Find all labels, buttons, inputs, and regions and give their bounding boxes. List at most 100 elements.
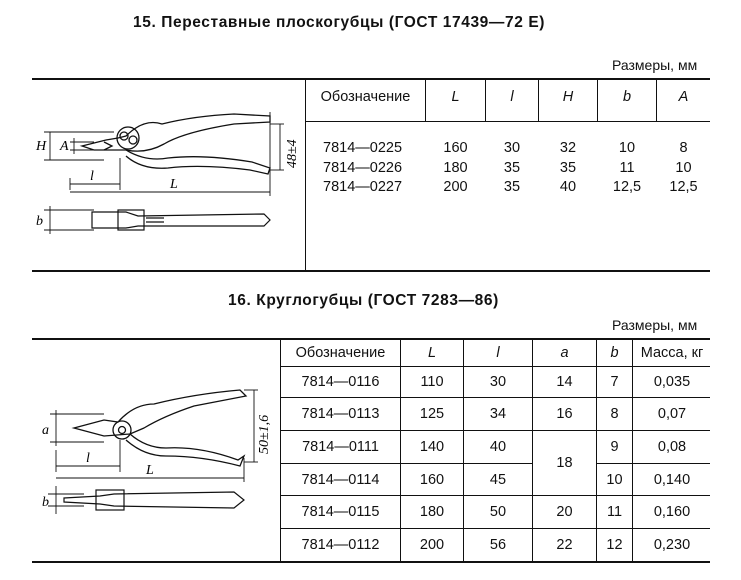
table2-cell-designation: 7814—0114 xyxy=(301,472,380,488)
table2-row-rule xyxy=(596,463,710,464)
table2-units: Размеры, мм xyxy=(612,317,698,333)
table2-cell-a: 16 xyxy=(556,406,573,422)
table2-col-divider xyxy=(400,340,401,561)
table1-col-divider xyxy=(538,80,539,121)
table1-units: Размеры, мм xyxy=(612,57,698,73)
table1-cell-b: 11 xyxy=(619,160,635,176)
table1-cell-L: 160 xyxy=(443,140,468,156)
table2-cell-L: 200 xyxy=(419,537,445,553)
table1-col-divider xyxy=(305,80,306,270)
table1-cell-H: 35 xyxy=(559,160,577,176)
table1-header-l: l xyxy=(510,89,514,105)
table2-col-divider xyxy=(463,340,464,561)
table2-header-rule xyxy=(280,366,710,367)
table2-col-divider xyxy=(280,340,281,561)
table2-cell-designation: 7814—0113 xyxy=(301,406,380,422)
table2-col-divider xyxy=(632,340,633,561)
table2-cell-l: 45 xyxy=(489,472,507,488)
table1-cell-b: 12,5 xyxy=(612,179,642,195)
table2-cell-l: 56 xyxy=(489,537,507,553)
dim-label-a: a xyxy=(42,423,49,438)
table1-cell-designation: 7814—0225 xyxy=(323,140,403,156)
table2-header-designation: Обозначение xyxy=(295,345,386,361)
dim-label-l: l xyxy=(86,451,90,466)
table2-row-rule xyxy=(280,463,532,464)
table1-header-A: A xyxy=(678,89,689,105)
table2-cell-L: 110 xyxy=(420,374,444,390)
table2-cell-designation: 7814—0112 xyxy=(301,537,380,553)
table2-row-rule xyxy=(280,430,710,431)
table2-cell-b: 10 xyxy=(606,472,623,488)
table1-top-rule xyxy=(32,78,710,80)
table1-header-L: L xyxy=(451,89,460,105)
table2-cell-l: 40 xyxy=(489,439,507,455)
table1-cell-L: 180 xyxy=(443,160,468,176)
slip-joint-pliers-drawing: H A l L 48±4 b xyxy=(35,112,300,234)
table1-cell-A: 8 xyxy=(679,140,688,156)
table2-row-rule xyxy=(280,495,710,496)
table1-cell-designation: 7814—0227 xyxy=(323,179,403,195)
table2-top-rule xyxy=(32,338,710,340)
table1-header-rule xyxy=(305,121,710,122)
dim-label-b: b xyxy=(42,495,49,510)
dim-label-A: A xyxy=(59,139,69,154)
table2-cell-mass: 0,140 xyxy=(653,472,691,488)
table1-cell-l: 30 xyxy=(503,140,521,156)
table2-cell-mass: 0,07 xyxy=(657,406,687,422)
table1-cell-A: 10 xyxy=(675,160,692,176)
dim-label-48: 48±4 xyxy=(285,139,300,168)
table2-cell-designation: 7814—0111 xyxy=(302,439,379,455)
table1-cell-designation: 7814—0226 xyxy=(323,160,403,176)
table1-title: 15. Переставные плоскогубцы (ГОСТ 17439—… xyxy=(133,14,546,31)
table2-cell-l: 50 xyxy=(489,504,507,520)
table2-cell-b: 11 xyxy=(606,504,623,520)
table2-cell-a-merged: 18 xyxy=(556,455,573,471)
table2-cell-mass: 0,230 xyxy=(653,537,691,553)
table2-cell-mass: 0,08 xyxy=(657,439,687,455)
table2-row-rule xyxy=(280,397,710,398)
table1-col-divider xyxy=(425,80,426,121)
table2-cell-L: 125 xyxy=(419,406,445,422)
table1-cell-l: 35 xyxy=(503,160,521,176)
table1-cell-H: 32 xyxy=(559,140,577,156)
table1-col-divider xyxy=(485,80,486,121)
table1-cell-l: 35 xyxy=(503,179,521,195)
round-nose-pliers-drawing: a l L 50±1,6 b xyxy=(42,389,272,514)
table2-header-b: b xyxy=(610,345,619,361)
dim-label-H: H xyxy=(35,139,47,154)
table2-cell-b: 9 xyxy=(610,439,619,455)
table2-cell-L: 180 xyxy=(419,504,445,520)
table1-cell-L: 200 xyxy=(443,179,468,195)
table2-cell-l: 34 xyxy=(489,406,507,422)
table2-cell-b: 8 xyxy=(610,406,619,422)
table2-cell-a: 22 xyxy=(556,537,573,553)
table2-cell-designation: 7814—0115 xyxy=(301,504,380,520)
table1-cell-b: 10 xyxy=(618,140,636,156)
table1-header-b: b xyxy=(622,89,632,105)
table2-cell-b: 12 xyxy=(606,537,623,553)
dim-label-b: b xyxy=(36,214,43,229)
table1-col-divider xyxy=(597,80,598,121)
dim-label-L: L xyxy=(169,177,178,192)
table2-col-divider xyxy=(532,340,533,561)
table2-header-L: L xyxy=(427,345,437,361)
table2-cell-a: 20 xyxy=(556,504,573,520)
table2-header-a: a xyxy=(560,345,569,361)
table2-header-l: l xyxy=(496,345,500,361)
table1-header-designation: Обозначение xyxy=(320,89,411,105)
dim-label-L: L xyxy=(145,463,154,478)
table2-cell-mass: 0,160 xyxy=(653,504,691,520)
table1-col-divider xyxy=(656,80,657,121)
table2-row-rule xyxy=(280,528,710,529)
dim-label-50: 50±1,6 xyxy=(257,415,272,454)
table2-cell-b: 7 xyxy=(610,374,619,390)
table2-col-divider xyxy=(596,340,597,561)
table2-header-mass: Масса, кг xyxy=(640,345,704,361)
table2-cell-mass: 0,035 xyxy=(653,374,691,390)
table2-cell-a: 14 xyxy=(556,374,573,390)
table2-cell-designation: 7814—0116 xyxy=(301,374,380,390)
table2-cell-l: 30 xyxy=(489,374,507,390)
table2-cell-L: 160 xyxy=(419,472,445,488)
table1-cell-A: 12,5 xyxy=(669,179,698,195)
dim-label-l: l xyxy=(90,169,94,184)
